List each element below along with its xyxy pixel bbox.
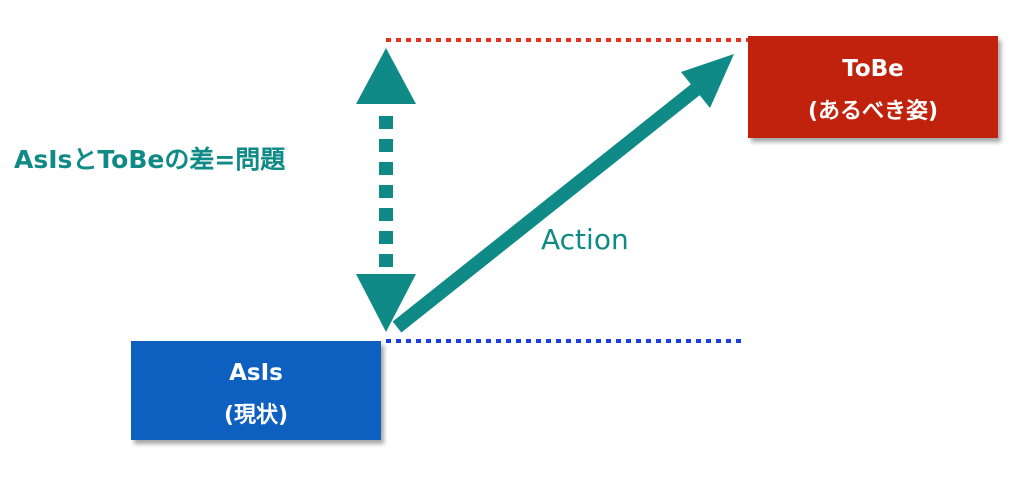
gap-arrow-head-up (356, 48, 416, 104)
asis-box-subtitle: (現状) (224, 403, 288, 428)
tobe-box-title: ToBe (842, 56, 904, 82)
gap-double-arrow (356, 48, 416, 332)
tobe-box-rect (748, 36, 998, 138)
action-arrow-shaft (392, 76, 710, 333)
gap-arrow-head-down (356, 274, 416, 332)
tobe-box-subtitle: (あるべき姿) (808, 98, 938, 124)
gap-label: AsIsとToBeの差=問題 (14, 145, 286, 174)
tobe-box: ToBe (あるべき姿) (748, 36, 998, 138)
asis-box-rect (131, 341, 381, 440)
action-label: Action (541, 223, 629, 256)
asis-box-title: AsIs (229, 360, 283, 386)
action-arrow-head (681, 54, 734, 108)
asis-box: AsIs (現状) (131, 341, 381, 440)
action-arrow (392, 54, 734, 333)
